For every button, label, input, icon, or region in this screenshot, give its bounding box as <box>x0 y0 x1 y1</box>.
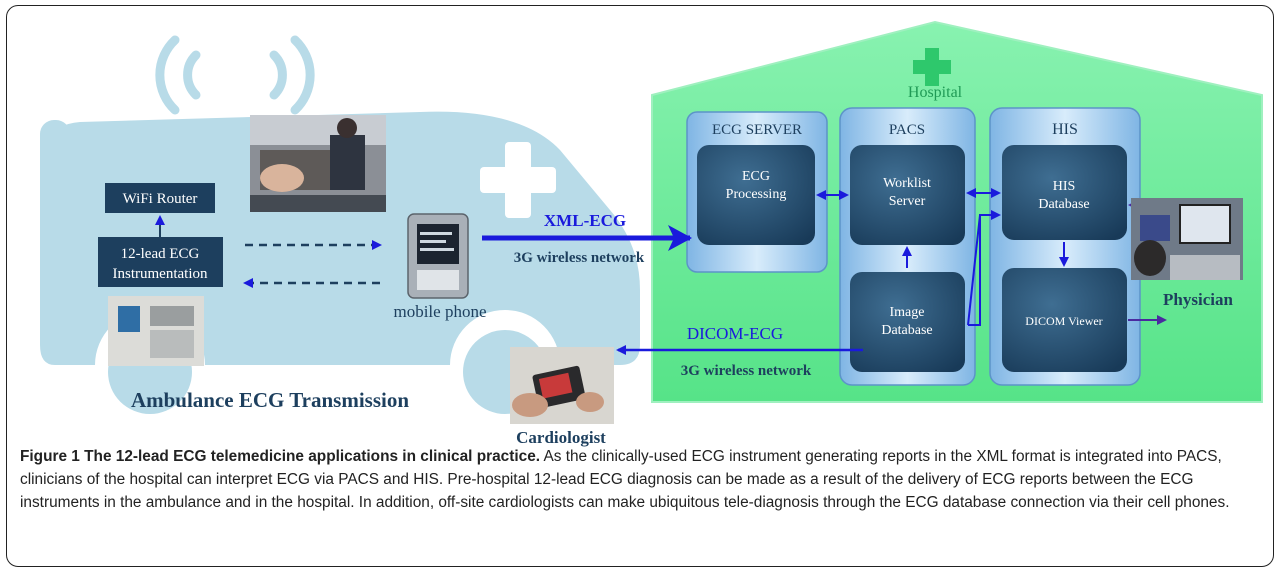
his-database-node <box>1002 145 1127 240</box>
his-database-label-2: Database <box>1038 197 1089 212</box>
ecg-device-photo <box>108 296 204 366</box>
cardiologist-label: Cardiologist <box>516 428 606 447</box>
hospital-cross-icon <box>913 48 951 86</box>
network-top-label: 3G wireless network <box>514 250 645 266</box>
image-database-node <box>850 272 965 372</box>
dicom-ecg-label: DICOM-ECG <box>687 324 783 343</box>
telemedicine-diagram: WiFi Router 12-lead ECG Instrumentation … <box>40 20 1263 447</box>
ecg-processing-node <box>697 145 815 245</box>
wifi-router-box <box>105 183 215 213</box>
ambulance-hood <box>40 120 70 240</box>
his-database-label-1: HIS <box>1053 179 1076 194</box>
hospital-label: Hospital <box>908 84 963 101</box>
mobile-phone-label: mobile phone <box>393 302 486 321</box>
ecg-processing-label-1: ECG <box>742 169 770 184</box>
his-title: HIS <box>1052 121 1078 138</box>
worklist-label-1: Worklist <box>883 176 931 191</box>
figure-caption: Figure 1 The 12-lead ECG telemedicine ap… <box>20 445 1265 514</box>
wifi-router-label: WiFi Router <box>123 191 198 207</box>
image-database-label-2: Database <box>881 323 932 338</box>
worklist-label-2: Server <box>889 194 926 209</box>
mobile-phone-icon <box>407 213 469 299</box>
physician-label: Physician <box>1163 290 1233 309</box>
pacs-title: PACS <box>889 122 925 138</box>
ambulance-cross-icon <box>480 142 556 218</box>
ambulance-interior-photo <box>250 115 386 212</box>
xml-ecg-label: XML-ECG <box>544 211 626 230</box>
dicom-viewer-node <box>1002 268 1127 372</box>
ecg-instrument-label-1: 12-lead ECG <box>121 246 200 262</box>
image-database-label-1: Image <box>890 305 925 320</box>
signal-waves-icon <box>155 35 315 115</box>
worklist-server-node <box>850 145 965 245</box>
network-bottom-label: 3G wireless network <box>681 363 812 379</box>
ambulance-group: WiFi Router 12-lead ECG Instrumentation … <box>40 35 640 414</box>
dicom-viewer-label: DICOM Viewer <box>1025 314 1102 328</box>
internal-arrows <box>816 188 1069 326</box>
caption-title: Figure 1 The 12-lead ECG telemedicine ap… <box>20 448 541 465</box>
ecg-server-title: ECG SERVER <box>712 122 802 138</box>
hospital-group: Hospital ECG SERVER PACS HIS ECG Process… <box>651 20 1263 403</box>
caption-body: As the clinically-used ECG instrument ge… <box>20 448 1230 511</box>
ecg-processing-label-2: Processing <box>726 187 787 202</box>
cardiologist-photo <box>510 347 614 424</box>
ambulance-title: Ambulance ECG Transmission <box>131 388 409 412</box>
ecg-instrument-label-2: Instrumentation <box>113 266 208 282</box>
physician-photo <box>1131 198 1243 280</box>
ecg-instrument-box <box>98 237 223 287</box>
